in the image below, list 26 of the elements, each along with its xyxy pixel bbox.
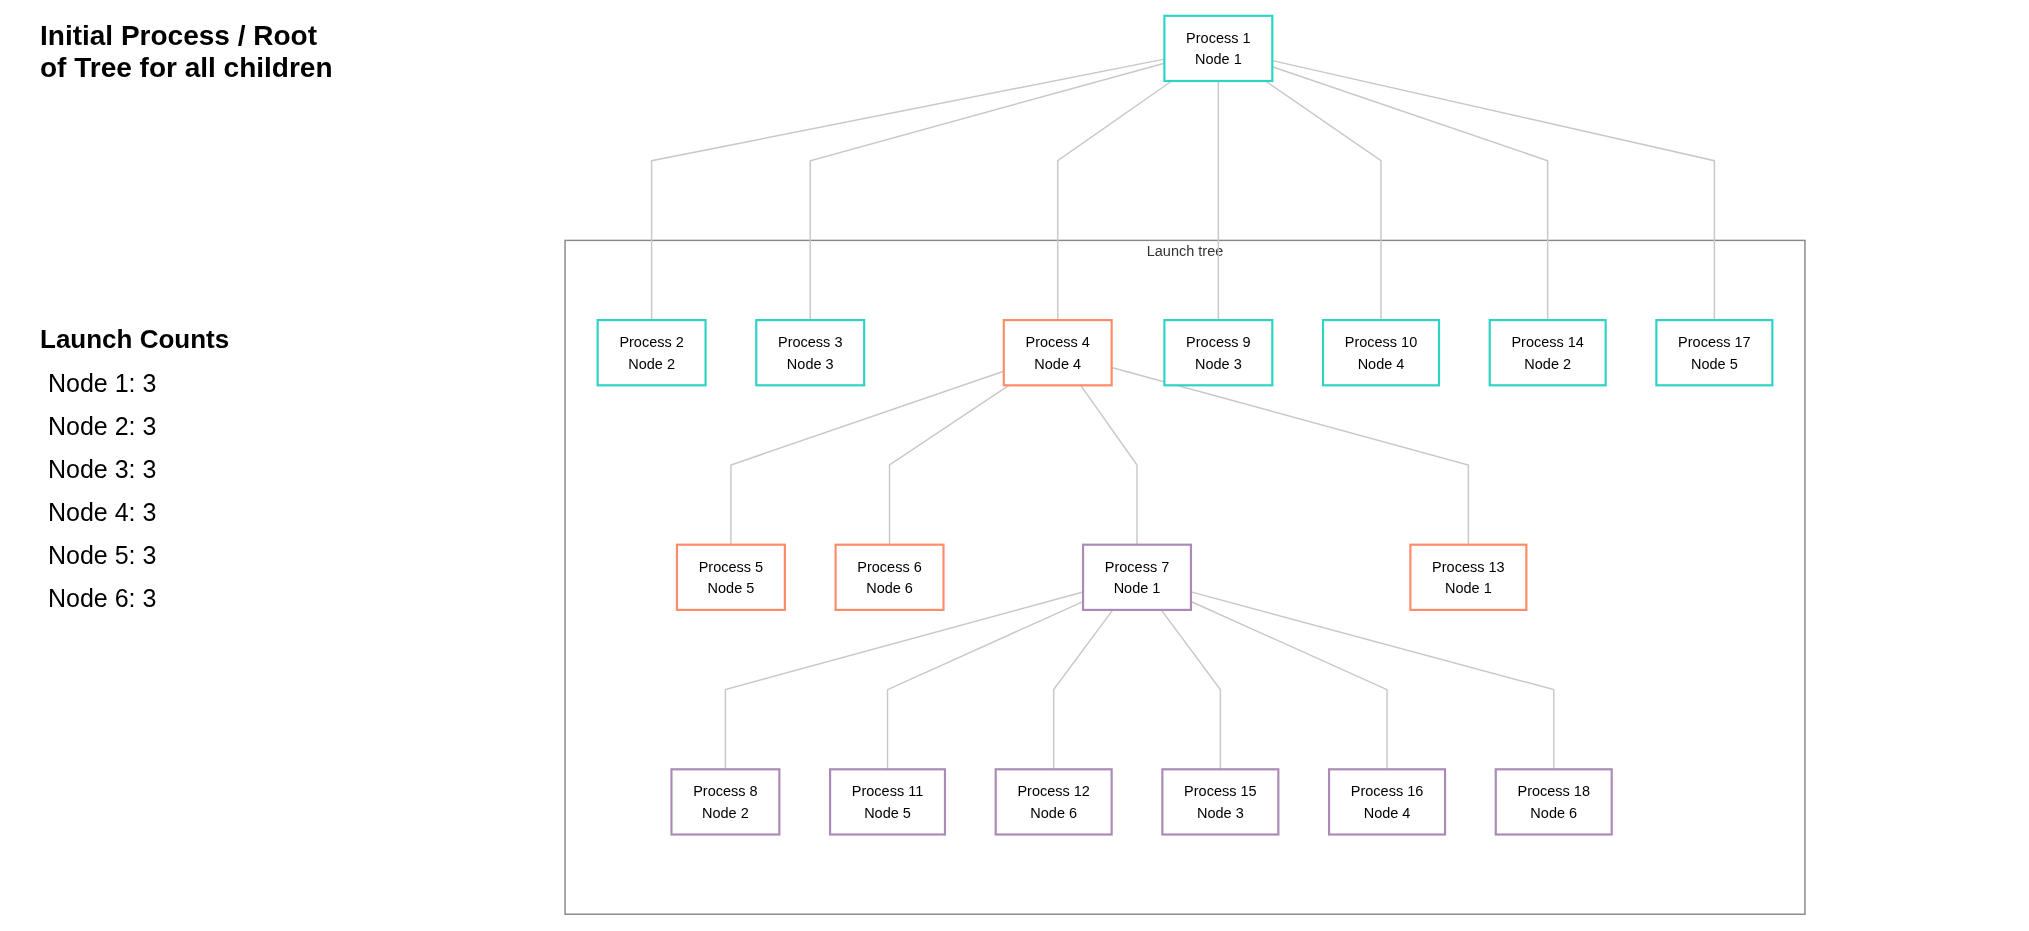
count-text: Node 6: 3 <box>48 584 158 613</box>
node-box: Process 4 Node 4 <box>1002 319 1113 387</box>
count-text: Node 1: 3 <box>48 369 158 398</box>
node-box: Process 5 Node 5 <box>675 543 786 611</box>
count-text: Node 3: 3 <box>48 455 158 484</box>
node-box: Process 12 Node 6 <box>994 768 1113 836</box>
node-box: Process 16 Node 4 <box>1327 768 1447 836</box>
node-box: Process 9 Node 3 <box>1163 319 1274 387</box>
node-box: Process 3 Node 3 <box>755 319 866 387</box>
node-box: Process 10 Node 4 <box>1321 319 1441 387</box>
count-text: Node 4: 3 <box>48 498 158 527</box>
annotation-text: Initial Process / Root of Tree for all children <box>40 20 334 84</box>
node-box: Process 11 Node 5 <box>829 768 947 836</box>
node-box: Process 18 Node 6 <box>1494 768 1613 836</box>
node-box: Process 6 Node 6 <box>834 543 945 611</box>
node-box: Process 2 Node 2 <box>596 319 707 387</box>
node-box: Process 1 Node 1 <box>1163 14 1274 83</box>
node-box: Process 15 Node 3 <box>1161 768 1280 836</box>
node-box: Process 8 Node 2 <box>670 768 781 836</box>
count-text: Node 2: 3 <box>48 412 158 441</box>
legend-heading: Launch Counts <box>40 324 231 355</box>
node-box: Process 13 Node 1 <box>1409 543 1528 611</box>
node-box: Process 17 Node 5 <box>1655 319 1774 387</box>
count-text: Node 5: 3 <box>48 541 158 570</box>
node-box: Process 14 Node 2 <box>1488 319 1607 387</box>
node-box: Process 7 Node 1 <box>1081 543 1193 611</box>
